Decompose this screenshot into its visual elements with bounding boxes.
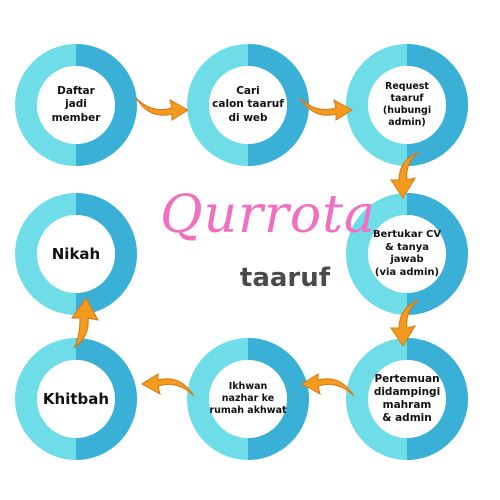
- arrow-5-to-6: [301, 373, 355, 397]
- arrow-3-to-4: [390, 151, 420, 199]
- step-6-node: Ikhwan nazhar ke rumah akhwat: [186, 337, 310, 461]
- ring-6: [187, 338, 310, 460]
- ring-7: [15, 338, 138, 460]
- step-5-node: Pertemuan didampingi mahram & admin: [345, 337, 469, 461]
- step-2-label: Cari calon taaruf di web: [212, 85, 284, 124]
- arrow-6-to-7: [141, 373, 195, 397]
- step-4-node: Bertukar CV & tanya jawab (via admin): [345, 192, 469, 316]
- step-7-node: Khitbah: [14, 337, 138, 461]
- brand-sub-text: taaruf: [239, 263, 331, 293]
- step-3-node: Request taaruf (hubungi admin): [345, 43, 469, 167]
- step-6-label: Ikhwan nazhar ke rumah akhwat: [209, 381, 287, 416]
- arrow-2-to-3: [299, 97, 353, 121]
- ring-4: [346, 193, 469, 315]
- step-8-label: Nikah: [51, 244, 101, 263]
- ring-2: [187, 44, 310, 166]
- step-1-label: Daftar jadi member: [51, 85, 101, 124]
- step-8-node: Nikah: [14, 192, 138, 316]
- ring-8: [15, 193, 138, 315]
- step-2-node: Cari calon taaruf di web: [186, 43, 310, 167]
- arrow-4-to-5: [390, 299, 420, 347]
- brand-logo: Qurrota taaruf: [160, 185, 377, 315]
- step-7-label: Khitbah: [42, 389, 110, 408]
- ring-5: [346, 338, 469, 460]
- brand-script-text: Qurrota: [160, 185, 377, 245]
- step-4-label: Bertukar CV & tanya jawab (via admin): [372, 229, 442, 278]
- step-3-label: Request taaruf (hubungi admin): [382, 81, 432, 128]
- step-5-label: Pertemuan didampingi mahram & admin: [373, 372, 441, 425]
- ring-3: [346, 44, 469, 166]
- arrow-7-to-8: [71, 297, 99, 349]
- step-1-node: Daftar jadi member: [14, 43, 138, 167]
- ring-1: [15, 44, 138, 166]
- arrow-1-to-2: [135, 97, 189, 121]
